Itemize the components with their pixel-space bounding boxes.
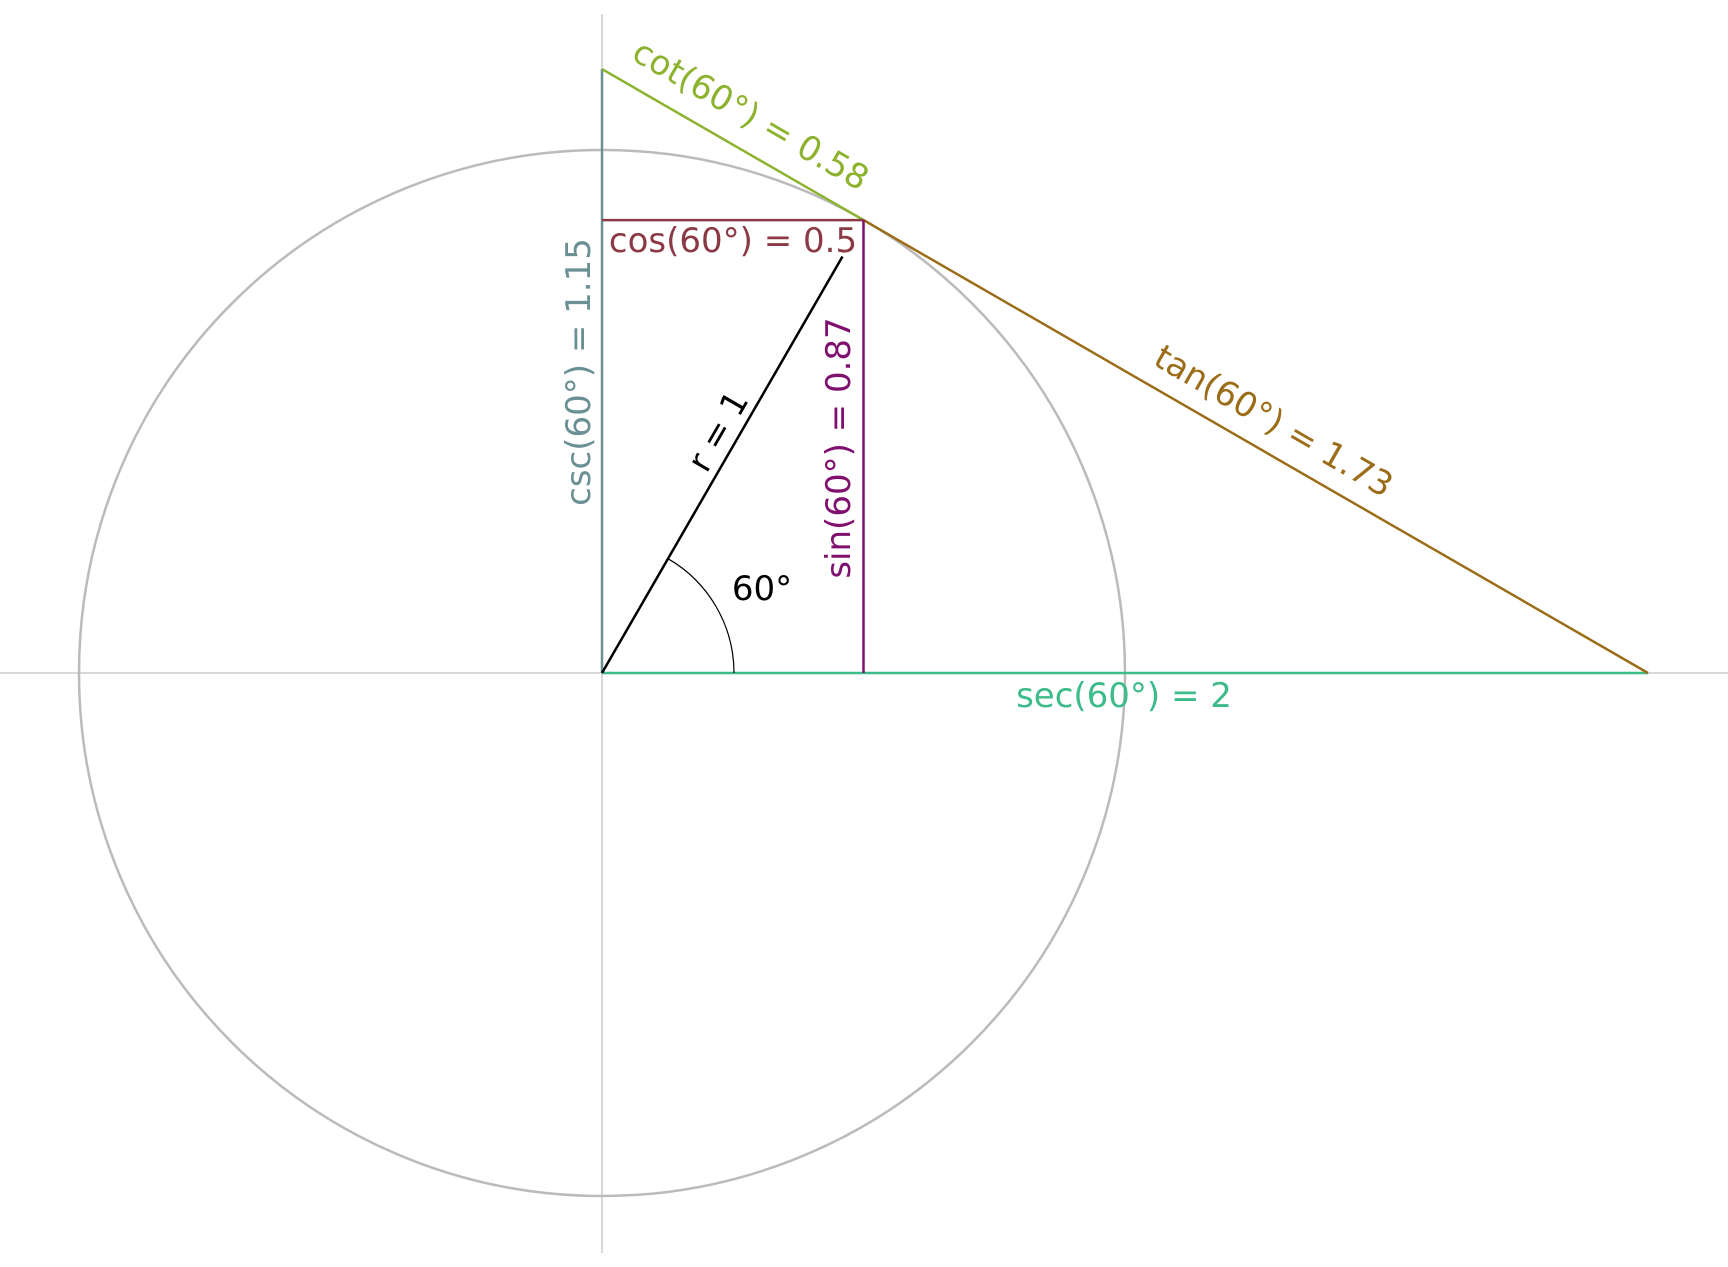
radius-label: r = 1 (680, 384, 758, 478)
tan-label: tan(60°) = 1.73 (1147, 337, 1399, 506)
csc-label: csc(60°) = 1.15 (559, 238, 599, 506)
cot-label: cot(60°) = 0.58 (626, 32, 876, 199)
cot-segment (601, 68, 865, 222)
tan-segment (862, 218, 1649, 675)
sin-label: sin(60°) = 0.87 (819, 317, 859, 578)
sec-label: sec(60°) = 2 (1016, 676, 1232, 716)
angle-arc (667, 558, 735, 674)
angle-label: 60° (732, 569, 792, 609)
cos-label: cos(60°) = 0.5 (609, 221, 857, 261)
radius-segment (600, 255, 844, 674)
